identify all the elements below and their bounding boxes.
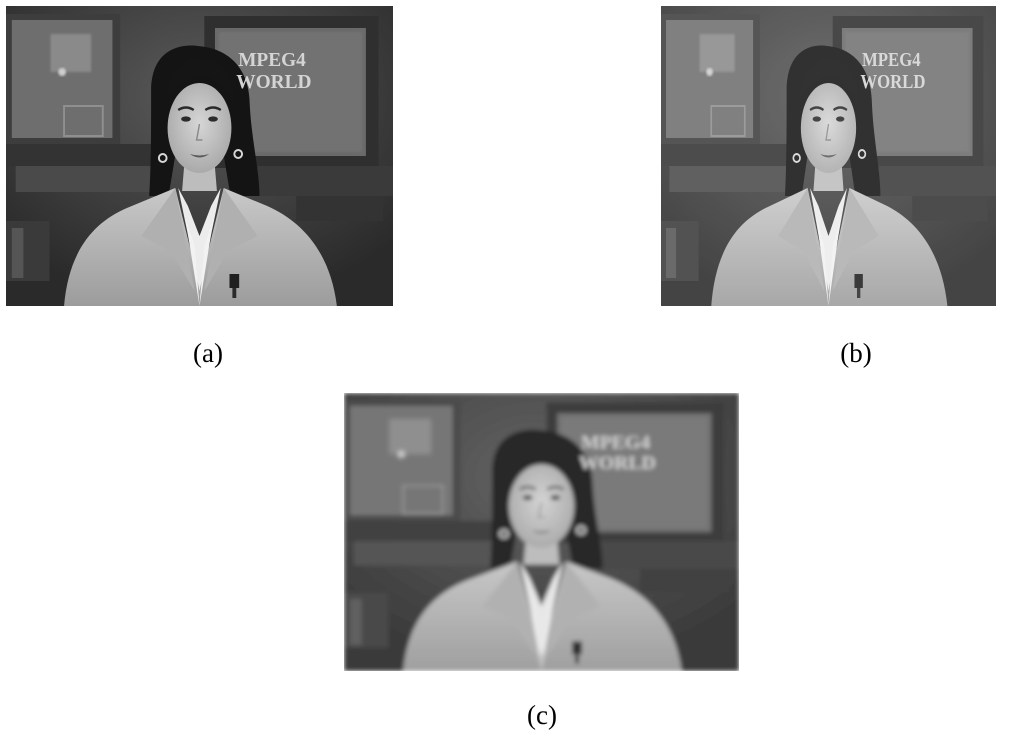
photo-panel-b: MPEG4 WORLD [661, 6, 996, 306]
caption-a: (a) [193, 338, 223, 368]
caption-b: (b) [840, 338, 872, 368]
screen-text-line-2: WORLD [236, 71, 311, 93]
photo-panel-c: MPEG4 WORLD [344, 393, 739, 671]
caption-c: (c) [527, 700, 557, 730]
screen-text-line-2: WORLD [860, 71, 925, 93]
screen-text-line-1: MPEG4 [862, 49, 921, 71]
screen-text-line-2: WORLD [579, 454, 656, 474]
screen-text-line-1: MPEG4 [581, 433, 651, 453]
screen-text-line-1: MPEG4 [238, 49, 306, 71]
photo-panel-a: MPEG4 WORLD [6, 6, 393, 306]
